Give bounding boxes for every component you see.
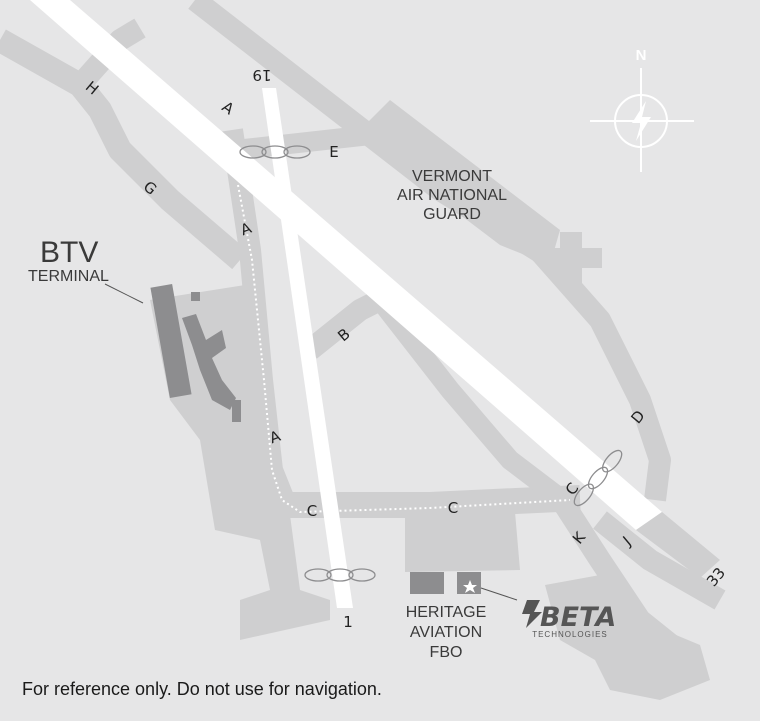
hotspot-marks [239,145,623,582]
taxiway-h-connector [71,18,146,93]
taxiway-network [0,0,726,669]
terminal-subtitle: TERMINAL [28,268,109,285]
fbo-line-2: AVIATION [410,624,482,641]
star-icon [463,580,477,593]
hotspot-a-e [239,145,311,159]
runway-19-1 [262,88,353,608]
aprons [150,100,710,700]
taxiway-e [233,125,372,160]
taxiway-c-triangle [372,293,567,506]
guard-apron [355,100,560,265]
terminal-title: BTV [40,236,98,269]
taxiway-label-e: E [329,143,338,161]
fbo-hangar-1 [410,572,444,594]
runway-19-label: 19 [252,66,271,84]
guard-ramp-plus [545,232,602,286]
guard-line-3: GUARD [423,206,481,223]
beta-leader-line [480,587,518,601]
runway-33-end [636,512,720,578]
lightning-bolt-icon [632,101,651,141]
compass-rose [590,68,694,172]
taxiway-h-g [0,29,248,270]
taxiway-b [303,290,385,359]
beta-apron [545,575,710,700]
guard-line-2: AIR NATIONAL [397,187,507,204]
guard-line-1: VERMONT [412,168,492,185]
terminal-leader-line [104,283,144,304]
terminal-small-block [191,292,200,301]
north-label: N [636,47,647,64]
fbo-apron [405,512,520,572]
beta-tagline: TECHNOLOGIES [532,630,608,639]
runways [30,0,662,608]
beta-logo-text: BETA [540,602,616,633]
runway-1-label: 1 [343,613,353,631]
terminal-apron [150,285,330,640]
taxiway-label-c-mid: C [448,499,458,517]
terminal-concourse [182,314,236,410]
runway-15-33 [30,0,662,530]
terminal-building [150,283,192,399]
fbo-line-1: HERITAGE [406,604,487,621]
taxiway-d [531,244,671,502]
beta-bolt-icon [522,600,542,628]
terminal-gate [232,400,241,422]
hotspot-runway-1 [304,568,376,582]
taxiway-j [593,511,726,610]
hotspot-c-k [573,449,623,507]
taxiway-label-c-left: C [307,502,317,520]
disclaimer-text: For reference only. Do not use for navig… [22,679,382,699]
taxiway-label-a-top: A [219,98,238,119]
fbo-line-3: FBO [430,644,463,661]
taxi-route-dotted [237,184,571,514]
beta-logo: BETA TECHNOLOGIES [522,600,616,639]
